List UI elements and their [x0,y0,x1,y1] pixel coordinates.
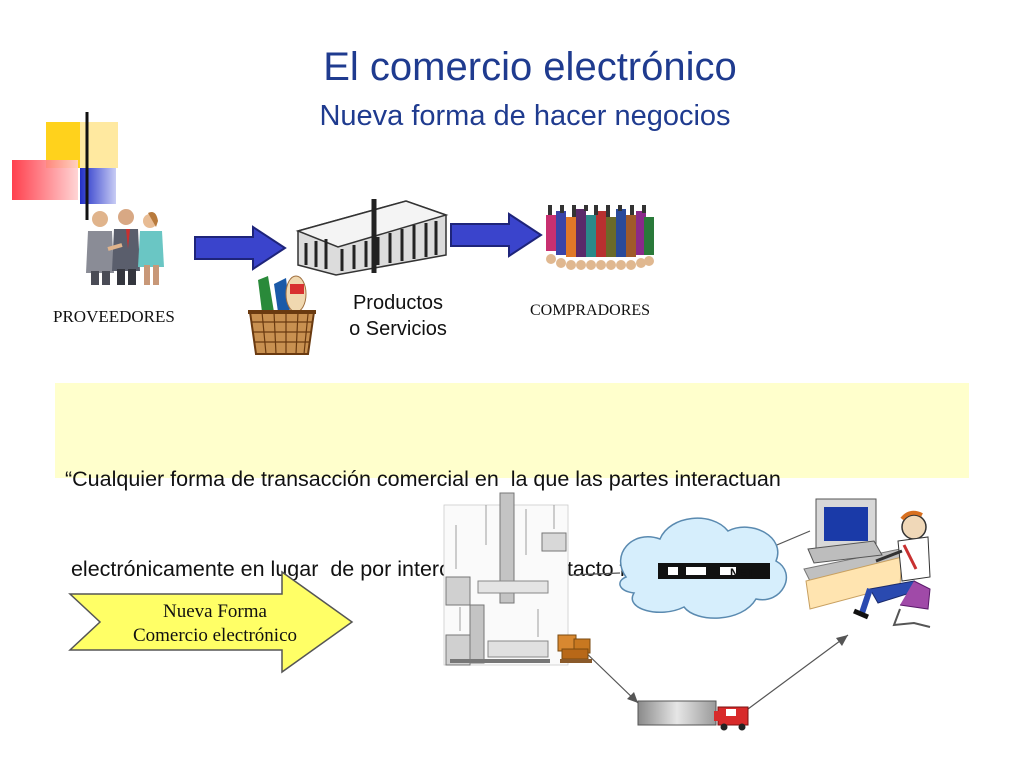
new-way-line2: Comercio electrónico [132,625,298,646]
products-label-line2: o Servicios [349,318,447,340]
truck-icon [637,700,749,731]
computer-user-icon [803,498,931,628]
products-label-line1: Productos [352,292,444,314]
definition-quote: “Cualquier forma de transacción comercia… [65,404,955,614]
network-label: NET [730,566,755,580]
business-people-icon [86,209,164,285]
ecommerce-network-diagram: NET [443,492,931,731]
new-way-line1: Nueva Forma [163,601,267,622]
crowd-icon [546,205,654,270]
factory-building-icon [295,199,449,276]
decorative-squares [12,112,1024,220]
slide-subtitle: Nueva forma de hacer negocios [319,100,731,132]
warehouse-icon [443,492,569,666]
new-way-label: Nueva Forma Comercio electrónico [95,600,335,648]
arrowhead-to-user [836,635,848,646]
products-label: Productos o Servicios [328,290,468,342]
slide-title: El comercio electrónico [323,45,737,89]
arrow-right-icon [450,212,543,258]
cloud-icon: NET [619,517,788,619]
buyers-label: COMPRADORES [530,302,651,319]
arrowhead-to-truck [627,692,638,703]
definition-line1: “Cualquier forma de transacción comercia… [65,467,781,491]
boxes-icon [557,634,592,663]
arrow-right-icon [194,225,287,271]
suppliers-label: PROVEEDORES [53,307,175,326]
definition-box [55,383,969,478]
new-way-arrow [68,570,354,674]
grocery-basket-icon [248,275,316,355]
